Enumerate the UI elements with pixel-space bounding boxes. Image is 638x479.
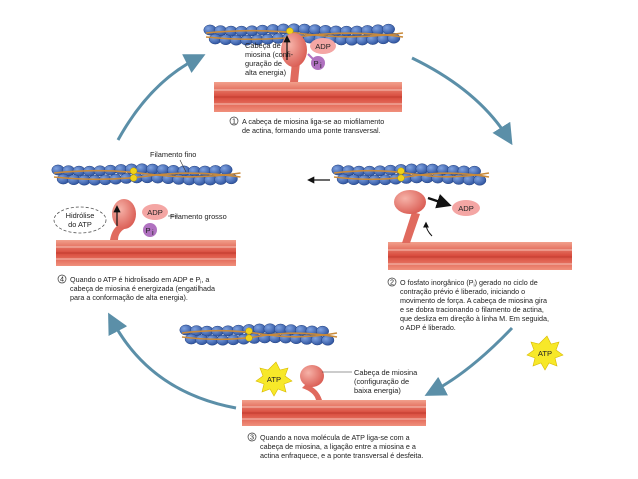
panel-4: Filamento fino ADP P i Hidrólise do ATP … <box>51 150 241 302</box>
panel4-caption-line3: para a conformação de alta energia). <box>70 293 188 302</box>
troponin <box>129 167 138 175</box>
cycle-arrows <box>108 54 514 410</box>
tropomyosin-strand <box>53 172 241 181</box>
tropomyosin-strand <box>205 32 404 41</box>
panel4-thick-filament <box>56 240 236 266</box>
panel2-adp-label: ADP <box>458 204 474 213</box>
panel2-caption-line1-b: ) gerado no ciclo de <box>475 278 538 287</box>
panel1-adp-badge <box>310 38 336 54</box>
panel3-caption-number: 3 <box>250 433 254 442</box>
tropomyosin-strand <box>205 29 404 38</box>
panel3-label-line2: (configuração de <box>354 377 409 386</box>
panel4-hydrolysis-line2: do ATP <box>68 220 92 229</box>
incoming-atp: ATP <box>526 335 564 371</box>
panel2-myosin-head <box>394 190 426 214</box>
panel1-pi-badge <box>311 56 325 70</box>
panel3-caption-line2: cabeça de miosina, a ligação entre a mio… <box>260 442 416 451</box>
panel3-atp-star <box>255 361 293 397</box>
cycle-arrow-bottom-right <box>424 326 514 396</box>
incoming-atp-star <box>526 335 564 371</box>
panel4-caption-line1-a: Quando o ATP é hidrolisado em ADP e P <box>70 275 200 284</box>
panel2-caption-line4: e se dobra tracionando o filamento de ac… <box>400 305 544 314</box>
tropomyosin-strand <box>333 172 490 181</box>
troponin <box>397 174 405 182</box>
panel2-caption-line5: que desliza em direção à linha M. Em seg… <box>400 314 549 323</box>
panel4-caption-line1: Quando o ATP é hidrolisado em ADP e Pi, … <box>70 275 209 286</box>
panel4-hydrolysis-bubble <box>53 206 107 234</box>
panel-3: ATP Cabeça de miosina (configuração de b… <box>179 323 426 460</box>
panel4-hydrolysis-line1: Hidrólise <box>66 211 95 220</box>
panel1-pi-sub: i <box>320 61 322 70</box>
panel3-caption-line1: Quando a nova molécula de ATP liga-se co… <box>260 433 410 442</box>
panel1-caption-number: 1 <box>232 117 236 126</box>
panel2-thick-filament <box>388 242 572 270</box>
panel2-caption-number: 2 <box>390 278 394 287</box>
panel2-caption-line3: movimento de força. A cabeça de miosina … <box>400 296 547 305</box>
panel2-caption-line1-sub: i <box>474 283 475 289</box>
troponin <box>245 334 253 342</box>
panel4-adp-badge <box>142 204 168 220</box>
panel3-caption-line3: actina enfraquece, e a ponte transversal… <box>260 451 423 460</box>
cycle-arrow-top-right <box>411 56 513 146</box>
panel3-thin-filament <box>179 323 338 346</box>
panel4-caption-line2: cabeça de miosina é energizada (engatilh… <box>70 284 215 293</box>
panel1-adp-label: ADP <box>315 42 331 51</box>
panel1-caption-line1: A cabeça de miosina liga-se ao miofilame… <box>242 117 384 126</box>
panel4-thick-label: Filamento grosso <box>170 212 227 221</box>
actin-bead <box>382 23 395 35</box>
panel1-label-line4: alta energia) <box>245 68 286 77</box>
panel4-caption-line1-b: , a <box>201 275 209 284</box>
panel1-caption-line2: de actina, formando uma ponte transversa… <box>242 126 381 135</box>
cycle-arrow-top-left <box>116 54 206 141</box>
panel4-adp-label: ADP <box>147 208 163 217</box>
panel4-thin-label: Filamento fino <box>150 150 196 159</box>
troponin <box>245 327 253 335</box>
panel-2: ADP 2 O fosfato inorgânico (Pi) gerado n… <box>307 163 572 332</box>
panel4-myosin-head <box>112 199 136 229</box>
incoming-atp-label: ATP <box>538 349 552 358</box>
panel1-label-line2: miosina (confi- <box>245 50 294 59</box>
panel2-caption-line1: O fosfato inorgânico (Pi) gerado no cicl… <box>400 278 538 289</box>
panel3-label-line1: Cabeça de miosina <box>354 368 418 377</box>
panel1-label-line3: guração de <box>245 59 282 68</box>
panel-1: ADP P i Cabeça de miosina (confi- guraçã… <box>203 23 404 135</box>
cycle-arrow-bottom-left <box>108 312 237 410</box>
panel2-adp-badge <box>452 200 480 216</box>
panel4-caption-number: 4 <box>60 275 64 284</box>
actin-bead <box>219 164 233 176</box>
panel4-pi-sub: i <box>152 228 154 237</box>
panel2-caption-line1-a: O fosfato inorgânico (P <box>400 278 474 287</box>
panel2-caption-line2: contração prévio é liberado, iniciando o <box>400 287 525 296</box>
panel3-thick-filament <box>242 400 426 426</box>
panel2-caption-line6: o ADP é liberado. <box>400 323 456 332</box>
panel4-thin-filament <box>51 163 241 186</box>
panel3-atp-label: ATP <box>267 375 281 384</box>
tropomyosin-strand <box>181 329 338 338</box>
tropomyosin-strand <box>333 169 490 178</box>
panel1-myosin-neck <box>290 62 300 82</box>
panel3-myosin-neck <box>302 384 322 400</box>
tropomyosin-strand <box>181 332 338 341</box>
panel1-pi-label: P <box>313 59 318 68</box>
panel1-label-line1: Cabeça de <box>245 41 281 50</box>
troponin <box>397 167 405 175</box>
panel2-myosin-neck <box>402 212 420 243</box>
tropomyosin-strand <box>53 169 241 178</box>
panel4-pi-badge <box>143 223 157 237</box>
panel2-thin-filament <box>331 163 490 186</box>
panel4-pi-label: P <box>145 226 150 235</box>
panel2-rotation-arrow <box>423 221 433 237</box>
panel2-release-arrow <box>427 194 452 209</box>
troponin <box>129 174 138 182</box>
panel1-thick-filament <box>214 82 402 112</box>
panel3-myosin-head <box>300 365 324 387</box>
panel4-caption-line1-sub: i <box>200 280 201 286</box>
panel3-label-line3: baixa energia) <box>354 386 401 395</box>
